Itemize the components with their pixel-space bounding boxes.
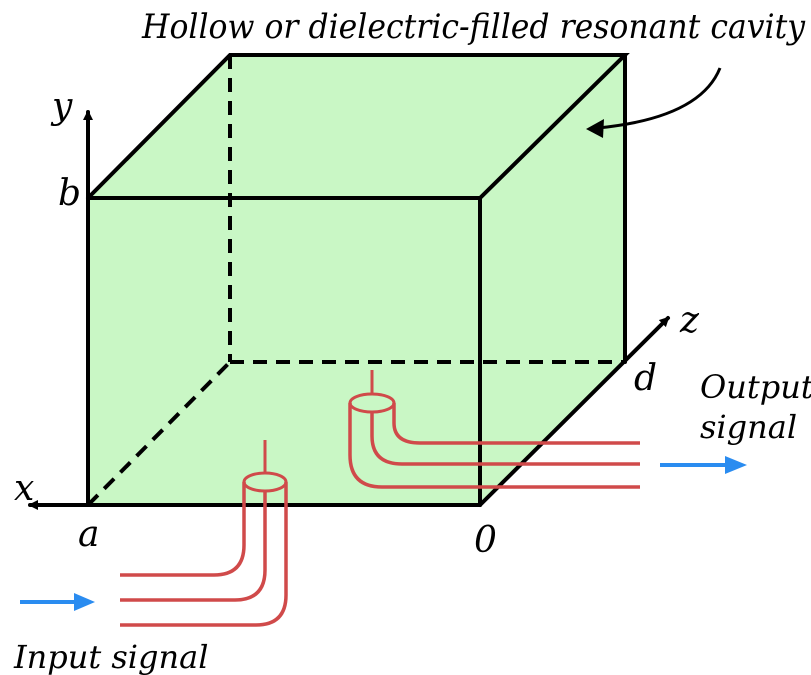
output-signal-label-line2: signal	[700, 408, 797, 446]
output-coax-outer	[392, 403, 640, 445]
input-coax-center	[120, 490, 267, 602]
input-coax-probe	[120, 440, 288, 627]
dimension-b-label: b	[58, 173, 81, 214]
output-coax-center	[370, 412, 640, 466]
z-axis	[478, 316, 670, 507]
arrow-right-icon	[20, 593, 95, 611]
cavity-top-face	[88, 55, 625, 198]
x-axis-label: x	[14, 468, 34, 509]
cavity-front-face	[88, 198, 480, 505]
arrow-right-icon	[660, 456, 747, 474]
callout-arrow	[586, 67, 722, 138]
cavity-right-face	[480, 55, 625, 505]
output-signal-label-line1: Output	[700, 368, 811, 406]
output-probe-cap	[348, 392, 396, 414]
axes	[28, 110, 670, 510]
input-coax-outer	[120, 482, 246, 577]
z-axis-label: z	[679, 300, 700, 341]
hidden-edge-left-bottom	[86, 360, 232, 507]
dimension-d-label: d	[634, 358, 657, 399]
input-coax-inner	[120, 482, 288, 627]
output-coax-inner	[348, 403, 640, 489]
output-coax-probe	[348, 370, 640, 489]
input-signal-label: Input signal	[13, 638, 208, 675]
input-probe-cap	[242, 471, 288, 493]
y-axis-label: y	[50, 86, 73, 127]
cavity-box	[86, 53, 630, 507]
dimension-a-label: a	[78, 514, 99, 555]
diagram-title: Hollow or dielectric-filled resonant cav…	[141, 7, 806, 47]
origin-label: 0	[474, 520, 497, 561]
